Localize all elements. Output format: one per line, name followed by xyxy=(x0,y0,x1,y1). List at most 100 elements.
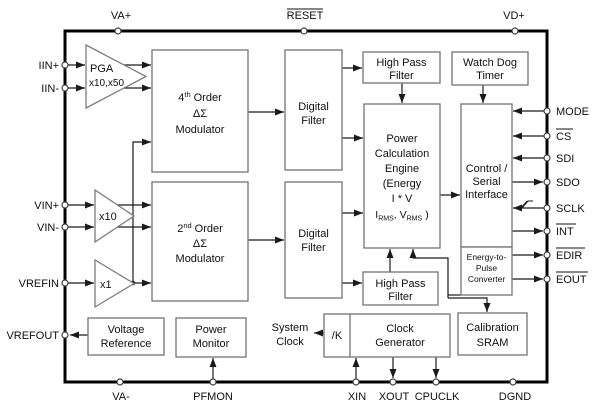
clock-generator-label2: Generator xyxy=(375,337,425,349)
modulator4-deltasigma-label: ΔΣ xyxy=(193,108,207,120)
pin-pfmon-node xyxy=(209,378,217,386)
x10-gain-label: x10 xyxy=(99,211,117,223)
hpf-top-label1: High Pass xyxy=(376,57,427,69)
system-clock-label2: Clock xyxy=(276,336,304,348)
csi-label3: Interface xyxy=(465,189,508,201)
pin-circles xyxy=(61,27,551,386)
block-control-serial-interface: Control / Serial Interface xyxy=(460,103,513,248)
pin-sclk-node xyxy=(543,204,551,212)
pin-va-minus-node xyxy=(116,378,124,386)
pin-sdi-node xyxy=(543,154,551,162)
pin-mode-node xyxy=(543,107,551,115)
modulator2-deltasigma-label: ΔΣ xyxy=(193,238,207,250)
pin-mode-label: MODE xyxy=(556,106,589,118)
pga-label: PGA xyxy=(90,63,114,75)
pin-eout-label: EOUT xyxy=(556,274,587,286)
pin-va-plus-label: VA+ xyxy=(111,10,131,22)
clock-generator-label1: Clock xyxy=(386,323,414,335)
hpf-bottom-label1: High Pass xyxy=(375,278,426,290)
pce-rms-label: IRMS, VRMS) xyxy=(375,209,428,223)
pga-gains-label: x10,x50 xyxy=(89,78,124,89)
pin-vrefout-node xyxy=(61,331,69,339)
digital-filter-current-label1: Digital xyxy=(298,101,329,113)
block-energy-to-pulse-converter: Energy-to- Pulse Converter xyxy=(460,246,513,296)
pin-iin-plus-node xyxy=(61,61,69,69)
block-watchdog-timer: Watch Dog Timer xyxy=(451,51,529,86)
digital-filter-voltage-label1: Digital xyxy=(298,228,329,240)
block-high-pass-filter-bottom: High Pass Filter xyxy=(362,271,439,306)
pin-edir-node xyxy=(543,251,551,259)
hpf-bottom-label2: Filter xyxy=(388,291,413,303)
pin-cpuclk-label: CPUCLK xyxy=(415,391,460,403)
etp-label3: Converter xyxy=(468,274,505,284)
pin-iin-plus-label: IIN+ xyxy=(39,60,59,72)
pin-xout-node xyxy=(389,378,397,386)
pin-cs-label: CS xyxy=(556,131,571,143)
pin-xout-label: XOUT xyxy=(379,391,410,403)
pin-cs-node xyxy=(543,132,551,140)
pin-iin-minus-node xyxy=(61,84,69,92)
sram-label2: SRAM xyxy=(477,337,509,349)
pin-vd-plus-node xyxy=(511,27,519,35)
pin-sdi-label: SDI xyxy=(556,153,574,165)
label-system-clock: System Clock xyxy=(272,322,309,348)
pin-vin-minus-node xyxy=(61,223,69,231)
pin-sclk-label: SCLK xyxy=(556,203,585,215)
pin-xin-node xyxy=(352,378,360,386)
block-clock-generator: /K Clock Generator xyxy=(323,313,451,358)
block-digital-filter-voltage: Digital Filter xyxy=(284,181,343,299)
pin-int-node xyxy=(543,227,551,235)
power-monitor-label2: Monitor xyxy=(193,338,230,350)
pin-va-plus-node xyxy=(114,27,122,35)
block-pga-amplifier: PGA x10,x50 xyxy=(85,43,148,110)
pin-vin-minus-label: VIN- xyxy=(37,222,59,234)
pin-iin-minus-label: IIN- xyxy=(41,83,59,95)
pin-eout-node xyxy=(543,275,551,283)
pin-vrefin-node xyxy=(61,279,69,287)
pin-reset-node xyxy=(300,27,308,35)
pce-label3: Engine xyxy=(385,163,419,175)
modulator2-modulator-label: Modulator xyxy=(176,253,225,265)
vref-label1: Voltage xyxy=(108,324,145,336)
block-x1-amplifier: x1 xyxy=(94,258,136,309)
etp-label2: Pulse xyxy=(476,263,498,273)
vref-label2: Reference xyxy=(101,338,152,350)
pin-dgnd-node xyxy=(509,378,517,386)
pin-va-minus-label: VA- xyxy=(112,391,130,403)
block-calibration-sram: Calibration SRAM xyxy=(457,312,528,356)
pin-int-label: INT xyxy=(556,226,574,238)
signal-wires xyxy=(65,61,547,382)
power-monitor-label1: Power xyxy=(195,324,227,336)
digital-filter-current-label2: Filter xyxy=(301,115,326,127)
block-high-pass-filter-top: High Pass Filter xyxy=(362,51,441,84)
csi-label2: Serial xyxy=(472,176,500,188)
pce-label2: Calculation xyxy=(375,148,429,160)
sram-label1: Calibration xyxy=(466,322,519,334)
pce-label1: Power xyxy=(386,133,418,145)
pin-pfmon-label: PFMON xyxy=(193,391,233,403)
block-digital-filter-current: Digital Filter xyxy=(284,49,343,171)
block-x10-amplifier: x10 xyxy=(94,188,136,244)
schmitt-trigger-icon xyxy=(517,200,533,209)
pin-vin-plus-label: VIN+ xyxy=(34,200,59,212)
pce-label4: (Energy xyxy=(383,178,422,190)
clock-divider-label: /K xyxy=(332,330,343,342)
pin-cpuclk-node xyxy=(432,378,440,386)
etp-label1: Energy-to- xyxy=(467,252,507,262)
pin-reset-label: RESET xyxy=(287,10,324,22)
x1-gain-label: x1 xyxy=(100,279,112,291)
block-power-monitor: Power Monitor xyxy=(175,317,247,358)
watchdog-label2: Timer xyxy=(476,70,504,82)
modulator4-modulator-label: Modulator xyxy=(176,124,225,136)
block-voltage-reference: Voltage Reference xyxy=(87,317,165,356)
pin-dgnd-label: DGND xyxy=(499,391,531,403)
pin-xin-label: XIN xyxy=(348,391,366,403)
pin-vrefin-label: VREFIN xyxy=(19,278,59,290)
pce-label5: I * V xyxy=(392,193,413,205)
